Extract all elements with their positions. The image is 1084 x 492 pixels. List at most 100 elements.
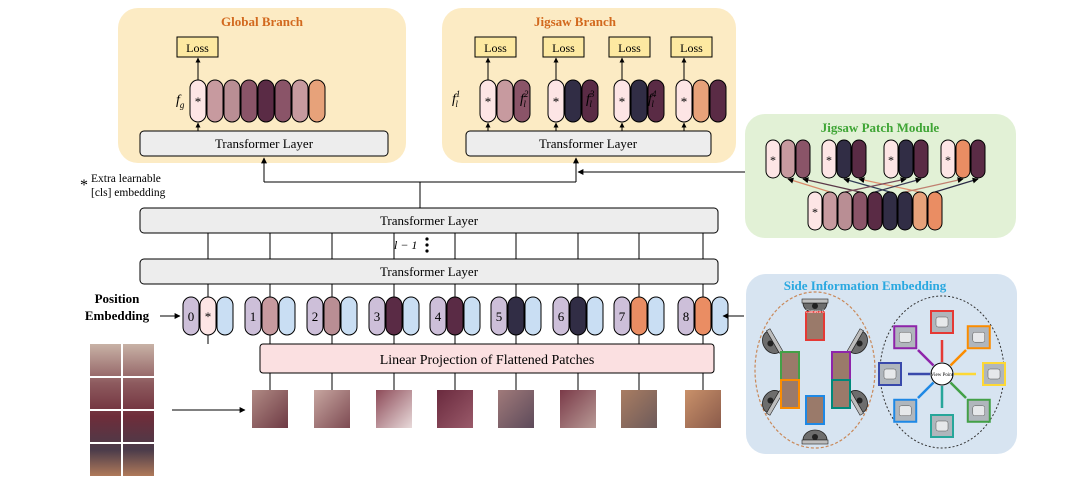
camera-icon (762, 328, 784, 354)
jpm-seq-token (882, 191, 898, 231)
jpm-seq-token (822, 191, 838, 231)
jigsaw-patch-token (692, 79, 710, 123)
global-transformer-layer-label: Transformer Layer (215, 136, 314, 151)
global-token-group: * (189, 79, 326, 123)
position-token (677, 296, 695, 336)
jigsaw-loss-box (542, 36, 585, 58)
global-patch-token (291, 79, 309, 123)
jigsaw-transformer-layer (465, 130, 712, 157)
jpm-patch-token (898, 139, 914, 179)
position-index: 2 (312, 309, 319, 324)
patch-connectors (269, 373, 704, 390)
jpm-patch-token (970, 139, 986, 179)
jigsaw-cls-token (613, 79, 631, 123)
global-patch-token (257, 79, 275, 123)
jpm-shuffle-line (858, 177, 921, 193)
camera-label: Camera 0 (805, 310, 825, 315)
camera-icon (846, 390, 868, 416)
jigsaw-cls-star: * (553, 94, 560, 109)
global-loss-label: Loss (186, 41, 209, 55)
position-index: 4 (435, 309, 442, 324)
jpm-group-star: * (826, 153, 832, 167)
position-index: 7 (619, 309, 626, 324)
jpm-shuffle-line (802, 177, 861, 193)
side-token (586, 296, 604, 336)
viewpoint-arrow (949, 349, 967, 367)
position-token (613, 296, 631, 336)
global-cls-star: * (195, 94, 202, 109)
cls-note: * Extra learnable [cls] embedding (80, 173, 166, 199)
jpm-shuffle-line (874, 177, 922, 193)
global-patch-token (240, 79, 258, 123)
embedding-token-3: 3 (368, 296, 420, 336)
jpm-seq-token (852, 191, 868, 231)
jpm-cls-token (821, 139, 837, 179)
position-token (244, 296, 262, 336)
jpm-seq-token (912, 191, 928, 231)
embedding-token-1: 1 (244, 296, 296, 336)
jigsaw-cls-token (479, 79, 497, 123)
position-token (368, 296, 386, 336)
viewpoint-arrow (917, 381, 935, 399)
jpm-group-star: * (888, 153, 894, 167)
jpm-seq-token (897, 191, 913, 231)
position-index: 1 (250, 309, 257, 324)
jpm-group-1: * (765, 139, 811, 179)
position-token (182, 296, 200, 336)
side-token (463, 296, 481, 336)
jpm-shuffle-line (787, 177, 831, 193)
embedding-token-8: 8 (677, 296, 729, 336)
jigsaw-patch-token (647, 79, 665, 123)
jpm-sequence-tokens: * (807, 191, 943, 231)
patch-image (252, 390, 288, 428)
global-patch-token (308, 79, 326, 123)
jpm-shuffle-line (904, 177, 964, 193)
patch-token (507, 296, 525, 336)
repeat-dots (425, 237, 429, 253)
position-index: 3 (374, 309, 381, 324)
jigsaw-cls-star: * (485, 94, 492, 109)
jigsaw-patch-token (564, 79, 582, 123)
patch-image (437, 390, 473, 428)
jpm-shuffle-line (844, 177, 907, 193)
camera-ellipse (754, 291, 876, 449)
jpm-title: Jigsaw Patch Module (821, 120, 940, 135)
camera-icon (762, 390, 784, 416)
jigsaw-loss-box (608, 36, 651, 58)
input-image (90, 344, 721, 476)
global-patch-token (223, 79, 241, 123)
jpm-group-2: * (821, 139, 867, 179)
position-index: 5 (496, 309, 503, 324)
viewpoint-arrow (917, 349, 935, 367)
cls-token (199, 296, 217, 336)
jigsaw-patch-token (513, 79, 531, 123)
global-patch-token (274, 79, 292, 123)
main-stack: Transformer Layer l − 1 Transformer Laye… (139, 207, 719, 344)
jigsaw-patch-token (496, 79, 514, 123)
jpm-patch-token (836, 139, 852, 179)
jigsaw-patch-token (709, 79, 727, 123)
embedding-token-6: 6 (552, 296, 604, 336)
patch-image (376, 390, 412, 428)
jigsaw-loss-label: Loss (484, 41, 507, 55)
embedding-token-4: 4 (429, 296, 481, 336)
patch-image (621, 390, 657, 428)
jigsaw-cls-token (675, 79, 693, 123)
jpm-seq-cls-token (807, 191, 823, 231)
jpm-shuffle-line (934, 177, 979, 193)
side-token (524, 296, 542, 336)
person-grid (90, 344, 154, 476)
main-transformer-layer-bottom (139, 258, 719, 285)
main-transformer-layer-top (139, 207, 719, 234)
stack-connectors (207, 233, 704, 344)
camera-person-crop (805, 395, 825, 425)
cls-token-star: * (205, 309, 212, 324)
viewpoint-center (930, 362, 954, 386)
global-branch: Global Branch Loss fg * Transformer Laye… (118, 8, 406, 163)
jigsaw-loss-box (670, 36, 713, 58)
jpm-shuffle-lines (787, 177, 979, 193)
main-transformer-layer-bottom-label: Transformer Layer (380, 264, 479, 279)
